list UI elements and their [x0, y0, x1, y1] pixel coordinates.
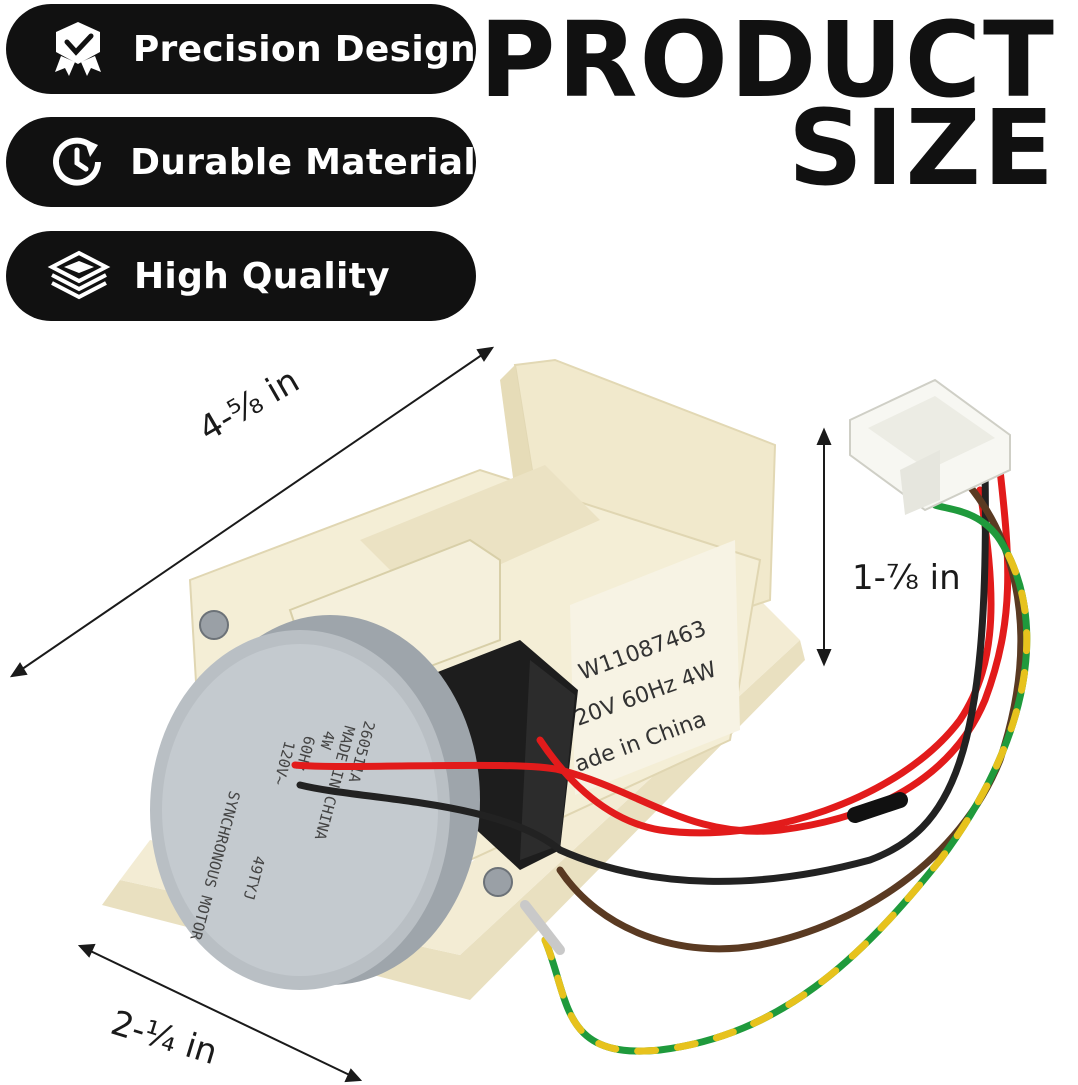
wire-sleeve — [847, 792, 908, 823]
motor-watt: 4W — [316, 729, 338, 752]
dimension-arrow-length — [9, 346, 495, 678]
product-image: W11087463 20V 60Hz 4W ade in China 49TYJ… — [9, 346, 1031, 1083]
feature-label: Durable Material — [130, 141, 476, 183]
feature-label: Precision Design — [132, 28, 476, 70]
title-line-2: SIZE — [787, 87, 1056, 209]
dimension-arrow-width — [77, 943, 363, 1083]
wire-red-2 — [536, 486, 995, 837]
wire-black — [296, 466, 989, 885]
badge-check-icon — [46, 16, 111, 82]
feature-label: High Quality — [134, 255, 390, 297]
dimension-height: 1-⅞ in — [852, 558, 961, 598]
wire-yellow — [541, 536, 1031, 1055]
feature-pill-durable: Durable Material — [6, 117, 476, 207]
feature-pill-quality: High Quality — [6, 231, 476, 321]
wire-brown — [556, 471, 1025, 953]
wire-red — [291, 466, 1012, 835]
dimension-arrow-height — [816, 427, 832, 667]
layers-icon — [46, 243, 112, 309]
clock-refresh-icon — [46, 129, 108, 195]
title-line-1: PRODUCT — [479, 0, 1056, 121]
feature-pill-precision: Precision Design — [6, 4, 476, 94]
